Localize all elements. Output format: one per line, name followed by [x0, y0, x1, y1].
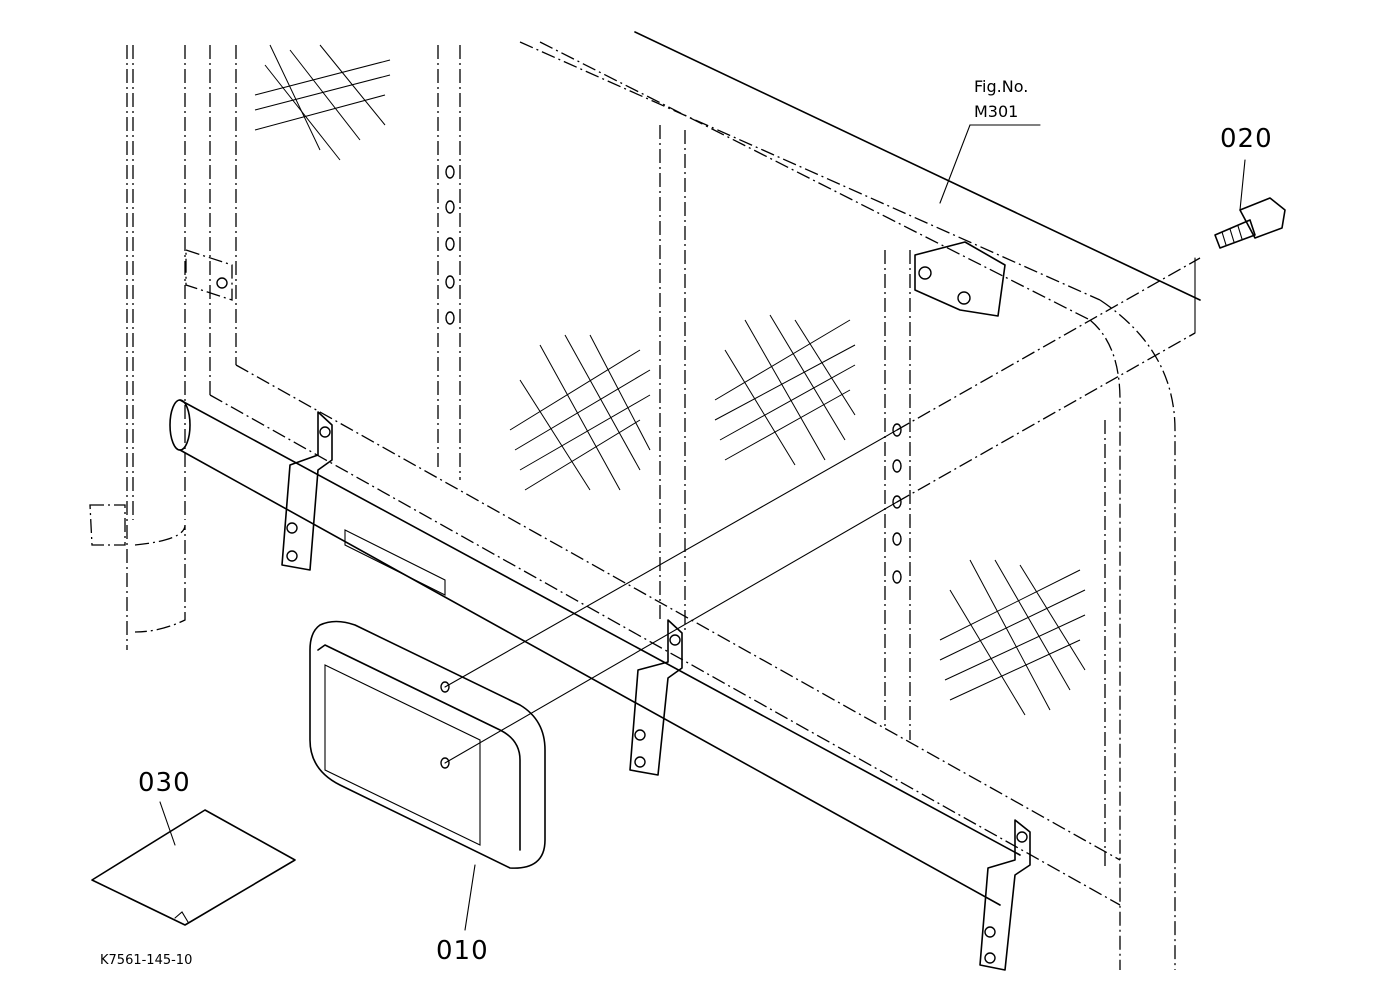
upper-left-bracket: [185, 249, 233, 301]
top-right-bracket: [914, 241, 1006, 317]
post-holes: [445, 165, 902, 584]
bolt: [1214, 197, 1286, 249]
mounting-lines: [444, 257, 1201, 764]
mesh-panel-1: [254, 44, 391, 161]
figure-number: M301: [974, 102, 1019, 121]
figure-label: Fig.No.: [974, 77, 1029, 96]
hanging-brackets: [281, 411, 1031, 971]
mesh-panel-3: [714, 314, 856, 466]
middle-posts: [659, 125, 911, 740]
drawing-code: K7561-145-10: [100, 953, 193, 968]
mesh-panel-4: [939, 559, 1086, 716]
left-posts: [126, 45, 461, 650]
decal-sheet: [91, 809, 296, 926]
lower-rails: [169, 364, 1121, 906]
callout-020: 020: [1220, 124, 1273, 154]
work-lamp: [309, 620, 546, 869]
callout-030: 030: [138, 768, 191, 798]
left-clip: [89, 504, 186, 633]
callout-010: 010: [436, 936, 489, 966]
leader-lines: [159, 124, 1246, 931]
top-rails: [519, 31, 1201, 970]
mesh-panel-2: [509, 334, 651, 491]
